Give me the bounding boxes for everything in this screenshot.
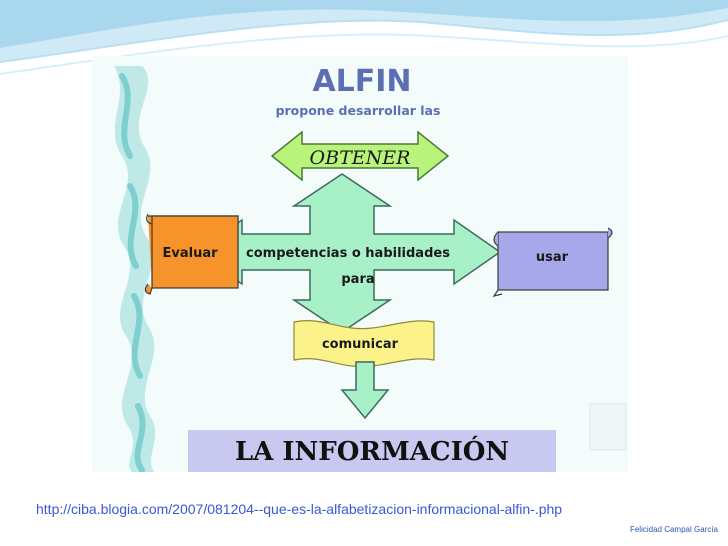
source-link[interactable]: http://ciba.blogia.com/2007/081204--que-… — [36, 501, 563, 517]
usar-label: usar — [536, 250, 569, 265]
header-wave-decoration — [0, 0, 728, 75]
obtener-arrow — [270, 130, 450, 182]
ribbon-decoration — [114, 66, 156, 472]
informacion-band — [188, 430, 556, 472]
author-credit: Felicidad Campal García — [629, 525, 718, 534]
comunicar-banner — [293, 320, 435, 368]
evaluar-label: Evaluar — [162, 246, 218, 261]
evaluar-box: Evaluar — [144, 213, 239, 295]
diagram-title: ALFIN — [312, 64, 411, 99]
obtener-label: OBTENER — [310, 147, 411, 169]
informacion-label: LA INFORMACIÓN — [235, 435, 509, 467]
down-arrow — [340, 361, 390, 420]
comunicar-label: comunicar — [322, 337, 399, 352]
competencias-label: competencias o habilidades — [246, 246, 450, 261]
faint-corner-shape — [589, 403, 627, 451]
competencias-para-label: para — [341, 272, 374, 287]
diagram-subtitle: propone desarrollar las — [276, 103, 441, 118]
usar-box: usar — [492, 227, 613, 297]
alfin-diagram: ALFIN propone desarrollar las OBTENER co… — [92, 56, 628, 472]
